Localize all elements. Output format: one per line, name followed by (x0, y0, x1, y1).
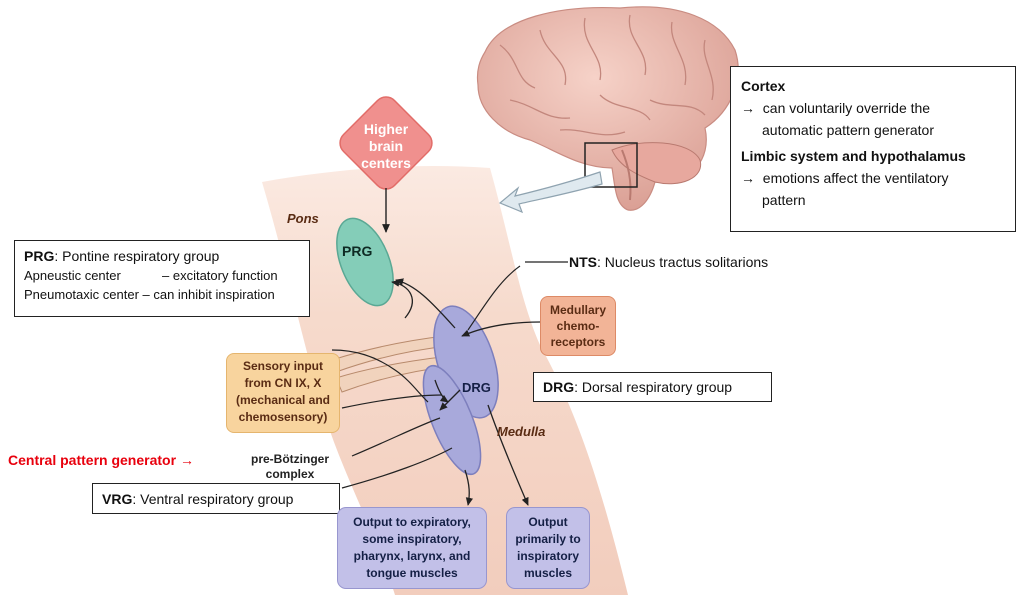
limbic-heading: Limbic system and hypothalamus (741, 148, 966, 164)
prg-title: : Pontine respiratory group (54, 248, 220, 264)
cortex-info-box: Cortex → can voluntarily override the au… (730, 66, 1016, 232)
medullary-chemoreceptors-box: Medullary chemo- receptors (540, 296, 616, 356)
output1-line: pharynx, larynx, and (353, 549, 471, 563)
limbic-text-1: emotions affect the ventilatory (762, 170, 949, 186)
higher-centers-line: centers (361, 155, 411, 171)
limbic-line-1: → emotions affect the ventilatory (741, 167, 1005, 189)
medullary-line: chemo- (556, 319, 600, 333)
prg-oval-label: PRG (342, 243, 373, 259)
apneustic-row: Apneustic center – excitatory function (24, 266, 300, 285)
higher-centers-line: Higher (363, 121, 409, 137)
output2-line: primarily to (515, 532, 581, 546)
output-expiratory-box: Output to expiratory, some inspiratory, … (337, 507, 487, 589)
medullary-line: Medullary (549, 303, 606, 317)
output2-line: muscles (523, 566, 573, 580)
pneumotaxic-row: Pneumotaxic center – can inhibit inspira… (24, 287, 275, 302)
higher-centers-label: Higher brain centers (346, 121, 426, 172)
limbic-text-2: pattern (762, 192, 806, 208)
prg-title-row: PRG: Pontine respiratory group (24, 247, 300, 266)
higher-centers-line: brain (368, 138, 404, 154)
pre-botzinger-label: pre-Bötzinger complex (228, 452, 352, 482)
nts-abbr: NTS (569, 254, 597, 270)
zoom-arrow-icon (498, 171, 603, 214)
prg-info-box: PRG: Pontine respiratory group Apneustic… (14, 240, 310, 317)
cortex-text-1: can voluntarily override the (762, 100, 931, 116)
cortex-line-1: → can voluntarily override the (741, 97, 1005, 119)
medullary-line: receptors (550, 335, 606, 349)
drg-oval-label: DRG (462, 380, 491, 395)
medulla-label: Medulla (497, 424, 546, 439)
apneustic-name: Apneustic center (24, 268, 121, 283)
sensory-line: chemosensory) (238, 410, 328, 424)
apneustic-desc: – excitatory function (162, 268, 278, 283)
sensory-line: Sensory input (242, 359, 323, 373)
output1-line: tongue muscles (366, 566, 458, 580)
output2-line: Output (528, 515, 568, 529)
higher-centers-diamond (339, 96, 433, 190)
pre-botzinger-line: complex (265, 467, 315, 481)
nts-label: NTS: Nucleus tractus solitarions (569, 254, 768, 270)
sensory-line: (mechanical and (235, 393, 331, 407)
cpg-text: Central pattern generator (8, 452, 177, 468)
vrg-desc: : Ventral respiratory group (132, 491, 294, 507)
drg-info-box: DRG: Dorsal respiratory group (533, 372, 772, 402)
brain-illustration (476, 6, 739, 211)
arrow-icon: → (741, 170, 755, 186)
output1-line: some inspiratory, (362, 532, 462, 546)
brainstem-inset-square (584, 142, 638, 188)
output1-line: Output to expiratory, (353, 515, 471, 529)
prg-abbr: PRG (24, 248, 55, 264)
drg-abbr: DRG (543, 379, 575, 395)
sensory-line: from CN IX, X (244, 376, 322, 390)
sensory-input-box: Sensory input from CN IX, X (mechanical … (226, 353, 340, 433)
central-pattern-generator-label: Central pattern generator → (8, 452, 194, 468)
prg-oval (336, 217, 394, 307)
output-inspiratory-box: Output primarily to inspiratory muscles (506, 507, 590, 589)
nts-desc: : Nucleus tractus solitarions (597, 254, 769, 270)
drg-desc: : Dorsal respiratory group (574, 379, 733, 395)
cortex-heading: Cortex (741, 78, 786, 94)
vrg-info-box: VRG: Ventral respiratory group (92, 483, 340, 514)
arrow-icon: → (741, 100, 755, 116)
arrow-icon: → (179, 452, 194, 468)
vrg-oval (422, 364, 482, 476)
pre-botzinger-line: pre-Bötzinger (251, 452, 329, 466)
output2-line: inspiratory (516, 549, 579, 563)
cortex-text-2: automatic pattern generator (762, 122, 934, 138)
pons-label: Pons (287, 211, 319, 226)
vrg-abbr: VRG (102, 491, 133, 507)
